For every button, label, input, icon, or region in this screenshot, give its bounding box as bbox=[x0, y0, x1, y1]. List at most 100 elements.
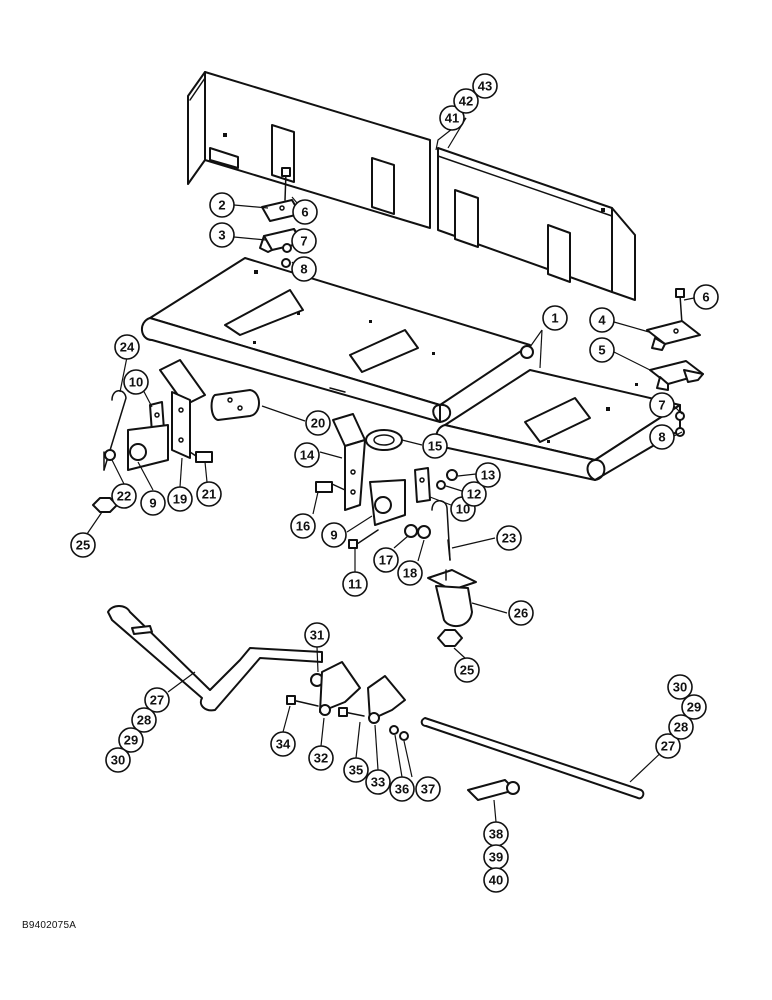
pivot-32 bbox=[319, 661, 361, 716]
svg-text:6: 6 bbox=[702, 290, 709, 305]
figure-reference-code: B9402075A bbox=[22, 920, 77, 931]
svg-text:11: 11 bbox=[348, 577, 362, 592]
svg-text:7: 7 bbox=[658, 398, 665, 413]
callout-18: 18 bbox=[397, 560, 423, 586]
callout-6-right: 6 bbox=[693, 284, 719, 310]
svg-text:30: 30 bbox=[111, 753, 125, 768]
screw-right bbox=[675, 288, 685, 325]
rod-straight bbox=[420, 717, 645, 800]
svg-text:9: 9 bbox=[330, 528, 337, 543]
svg-text:5: 5 bbox=[598, 343, 605, 358]
callout-14: 14 bbox=[294, 442, 320, 468]
svg-text:15: 15 bbox=[428, 439, 442, 454]
callout-24: 24 bbox=[114, 334, 140, 360]
svg-text:29: 29 bbox=[687, 700, 701, 715]
svg-text:20: 20 bbox=[311, 416, 325, 431]
svg-text:18: 18 bbox=[403, 566, 417, 581]
callout-13: 13 bbox=[475, 462, 501, 488]
callout-32: 32 bbox=[308, 745, 334, 771]
callout-35: 35 bbox=[343, 757, 369, 783]
svg-text:8: 8 bbox=[658, 430, 665, 445]
svg-text:16: 16 bbox=[296, 519, 310, 534]
svg-text:3: 3 bbox=[218, 228, 225, 243]
svg-text:6: 6 bbox=[301, 205, 308, 220]
tray-left bbox=[141, 257, 531, 423]
svg-text:41: 41 bbox=[445, 111, 459, 126]
nuts-36-37 bbox=[389, 725, 409, 741]
washer-17 bbox=[404, 524, 418, 538]
nut-25-center bbox=[437, 629, 463, 647]
callout-28-right: 28 bbox=[668, 714, 694, 740]
callout-21: 21 bbox=[196, 481, 222, 507]
svg-text:28: 28 bbox=[674, 720, 688, 735]
callout-27-right: 27 bbox=[655, 733, 681, 759]
bolt-34 bbox=[286, 695, 319, 707]
svg-text:28: 28 bbox=[137, 713, 151, 728]
plate-9-left bbox=[127, 424, 169, 471]
nut-13 bbox=[446, 469, 458, 481]
plate-10-center bbox=[414, 467, 431, 503]
callout-2: 2 bbox=[209, 192, 235, 218]
svg-text:2: 2 bbox=[218, 198, 225, 213]
svg-text:34: 34 bbox=[276, 737, 291, 752]
bracket-38 bbox=[467, 779, 520, 801]
callout-17: 17 bbox=[373, 547, 399, 573]
svg-text:35: 35 bbox=[349, 763, 363, 778]
svg-text:36: 36 bbox=[395, 782, 409, 797]
nut-washer-upper-left bbox=[281, 243, 292, 268]
bolt-21 bbox=[189, 451, 213, 463]
callout-20: 20 bbox=[305, 410, 331, 436]
callout-26: 26 bbox=[508, 600, 534, 626]
clip-4 bbox=[646, 320, 701, 351]
svg-text:10: 10 bbox=[456, 502, 470, 517]
svg-text:13: 13 bbox=[481, 468, 495, 483]
svg-text:22: 22 bbox=[117, 489, 131, 504]
svg-text:26: 26 bbox=[514, 606, 528, 621]
callout-25-left: 25 bbox=[70, 532, 96, 558]
svg-text:25: 25 bbox=[76, 538, 90, 553]
callout-41: 41 bbox=[439, 105, 465, 131]
cap-15 bbox=[365, 429, 403, 451]
svg-text:9: 9 bbox=[149, 496, 156, 511]
svg-text:27: 27 bbox=[150, 693, 164, 708]
callout-43: 43 bbox=[472, 73, 498, 99]
callout-36: 36 bbox=[389, 776, 415, 802]
screw-upper bbox=[281, 167, 291, 201]
callout-6-upper: 6 bbox=[292, 199, 318, 225]
pivot-33 bbox=[367, 675, 406, 724]
callout-29-left: 29 bbox=[118, 727, 144, 753]
callout-10-left: 10 bbox=[123, 369, 149, 395]
tray-right bbox=[435, 345, 681, 481]
callout-31: 31 bbox=[304, 622, 330, 648]
clip-5 bbox=[649, 360, 704, 391]
callout-8-right: 8 bbox=[649, 424, 675, 450]
washer-12 bbox=[436, 480, 446, 490]
callout-4: 4 bbox=[589, 307, 615, 333]
svg-text:14: 14 bbox=[300, 448, 315, 463]
bolt-16 bbox=[315, 481, 346, 493]
bracket-26 bbox=[427, 569, 477, 628]
callout-5: 5 bbox=[589, 337, 615, 363]
svg-text:31: 31 bbox=[310, 628, 324, 643]
callout-38: 38 bbox=[483, 821, 509, 847]
cap-20 bbox=[210, 389, 260, 421]
svg-text:24: 24 bbox=[120, 340, 135, 355]
u-bolt-23 bbox=[431, 500, 451, 561]
callout-30-left: 30 bbox=[105, 747, 131, 773]
callout-8-upper: 8 bbox=[291, 256, 317, 282]
callout-37: 37 bbox=[415, 776, 441, 802]
svg-text:7: 7 bbox=[300, 234, 307, 249]
svg-text:29: 29 bbox=[124, 733, 138, 748]
callout-9-left: 9 bbox=[140, 490, 166, 516]
svg-text:23: 23 bbox=[502, 531, 516, 546]
callout-34: 34 bbox=[270, 731, 296, 757]
svg-text:40: 40 bbox=[489, 873, 503, 888]
svg-text:42: 42 bbox=[459, 94, 473, 109]
callout-7-upper: 7 bbox=[291, 228, 317, 254]
nut-18 bbox=[417, 525, 431, 539]
svg-text:8: 8 bbox=[300, 262, 307, 277]
callout-40: 40 bbox=[483, 867, 509, 893]
svg-text:10: 10 bbox=[129, 375, 143, 390]
bracket-14 bbox=[332, 413, 366, 511]
bolt-35 bbox=[338, 707, 365, 717]
